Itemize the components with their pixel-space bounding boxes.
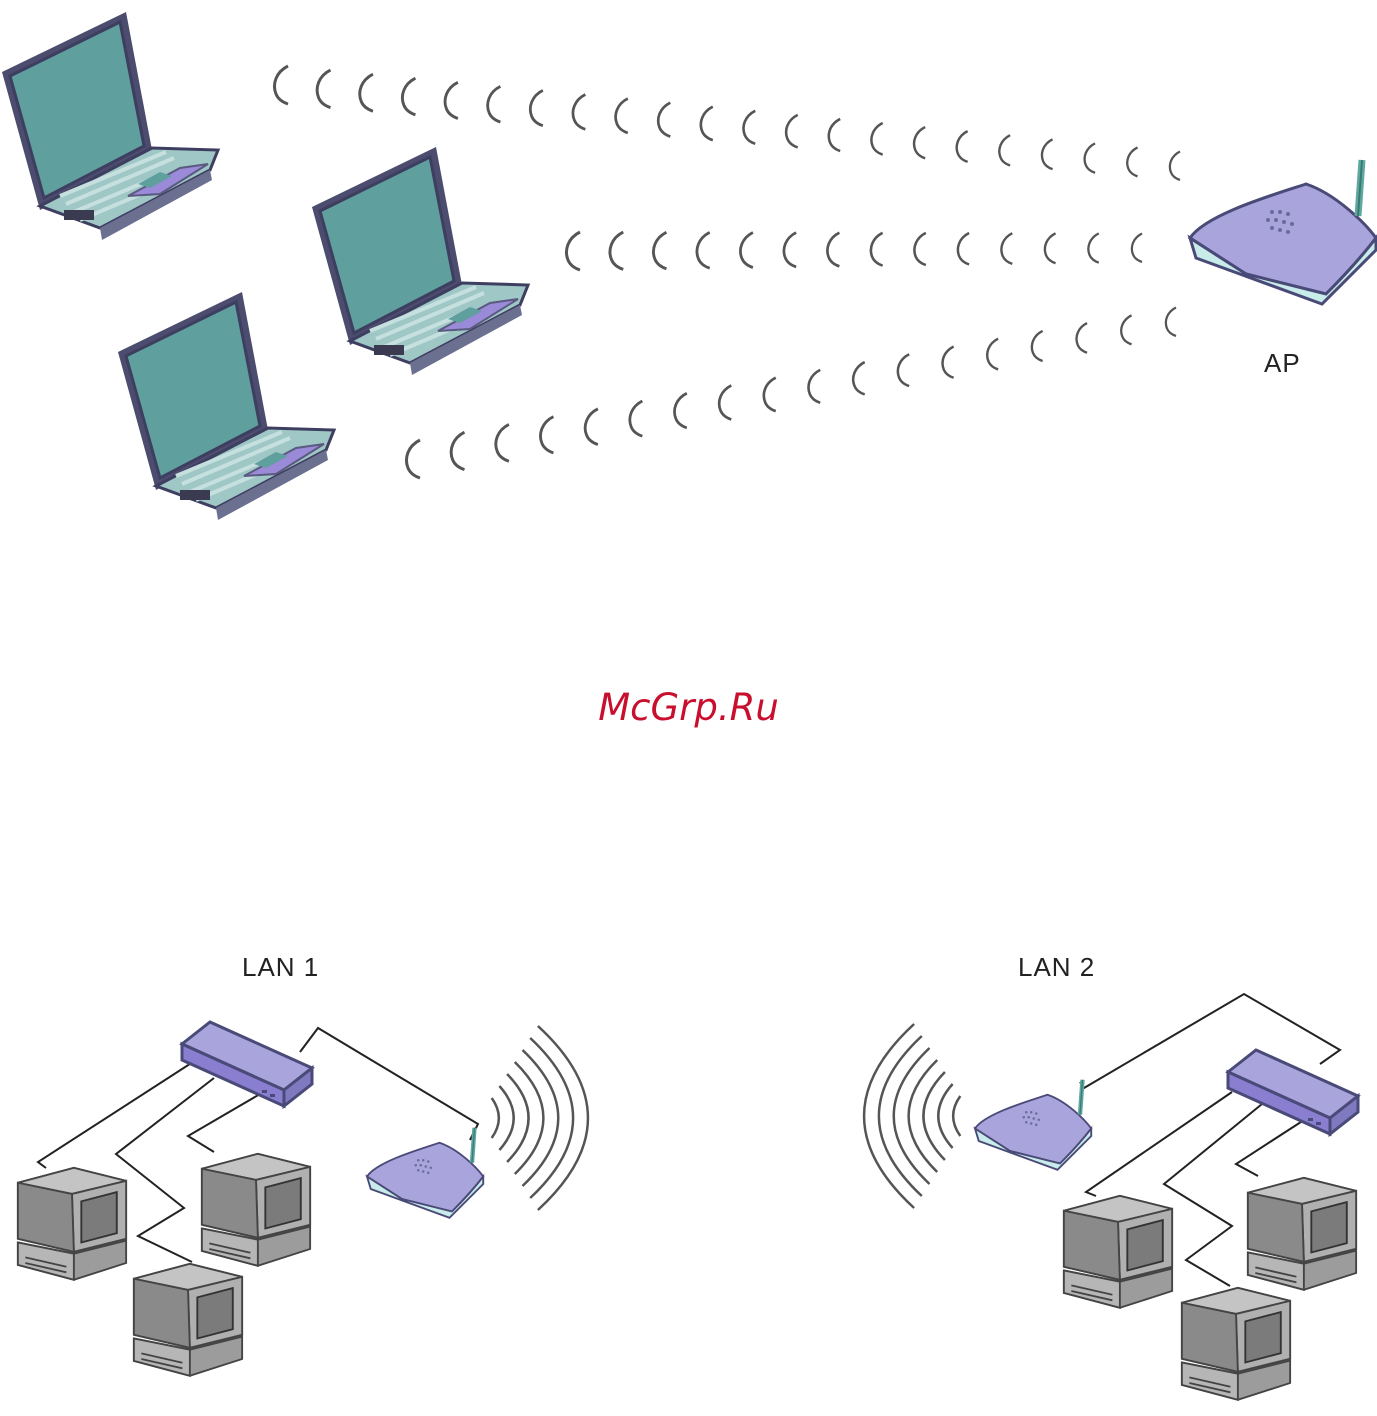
laptop-icon xyxy=(118,292,334,520)
signal-arc xyxy=(1121,315,1131,344)
signal-arc xyxy=(658,103,670,137)
signal-arc xyxy=(809,370,821,403)
signal-arc xyxy=(786,115,798,148)
signal-arc xyxy=(987,339,998,370)
signal-arc xyxy=(360,74,373,111)
switch-hub-icon xyxy=(1228,1050,1358,1134)
signal-arc xyxy=(451,432,464,469)
signal-arc xyxy=(829,119,840,151)
lan2-label: LAN 2 xyxy=(1018,952,1095,983)
desktop-pc-icon xyxy=(1064,1196,1172,1308)
signal-arc xyxy=(616,99,628,133)
signal-arc xyxy=(610,232,623,269)
laptop-bottom xyxy=(118,292,334,520)
signal-arc xyxy=(744,111,756,144)
signal-wave xyxy=(953,1096,960,1136)
switch-hub-icon xyxy=(182,1022,312,1106)
signal-arc xyxy=(402,78,415,115)
signal-arc xyxy=(1085,143,1095,172)
desktop-pc-icon xyxy=(18,1168,126,1280)
desktop-pc-icon xyxy=(1182,1288,1290,1400)
laptop-top-left xyxy=(2,12,218,240)
signal-arc xyxy=(740,232,752,267)
signal-arc xyxy=(1077,323,1088,353)
lan2-access-point xyxy=(975,1080,1091,1170)
laptop-middle xyxy=(312,147,528,375)
signal-arc xyxy=(488,86,501,122)
signal-arc xyxy=(871,233,883,266)
signal-arc xyxy=(827,233,839,267)
lan1-switch xyxy=(182,1022,312,1106)
signal-arc xyxy=(958,233,969,264)
signal-arc xyxy=(1042,139,1053,169)
signal-arc xyxy=(957,131,968,162)
access-point-icon xyxy=(1190,160,1376,304)
signal-arc xyxy=(697,232,710,268)
signal-arc xyxy=(719,385,731,419)
signal-arc xyxy=(275,66,289,104)
access-point-icon xyxy=(367,1128,483,1218)
lan1-access-point xyxy=(367,1128,483,1218)
watermark: McGrp.Ru xyxy=(0,686,1377,729)
access-point-main xyxy=(1190,160,1376,304)
lan1-label: LAN 1 xyxy=(242,952,319,983)
signal-arc xyxy=(701,107,713,140)
signal-wave xyxy=(938,1084,952,1148)
laptop-icon xyxy=(312,147,528,375)
signal-arc xyxy=(496,424,509,461)
signal-arc xyxy=(943,346,954,377)
signal-arc xyxy=(630,401,643,436)
signal-arc xyxy=(1001,233,1012,264)
lan2-switch xyxy=(1228,1050,1358,1134)
signal-arc xyxy=(1032,331,1043,361)
ap-label: AP xyxy=(1264,348,1301,379)
signal-arc xyxy=(317,70,330,108)
signal-arc xyxy=(445,82,458,118)
signal-arc xyxy=(871,123,882,155)
signal-wave xyxy=(923,1072,944,1160)
signal-arc xyxy=(541,417,554,453)
signal-arc xyxy=(1088,233,1098,262)
laptop-icon xyxy=(2,12,218,240)
signal-arc xyxy=(653,232,666,269)
signal-arc xyxy=(1127,147,1137,176)
signal-arc xyxy=(573,95,585,130)
signal-arc xyxy=(585,409,598,445)
wireless-signal-icon-lan2 xyxy=(864,1024,960,1208)
signal-arc xyxy=(1045,233,1056,263)
signal-wave xyxy=(492,1098,499,1138)
signal-wave xyxy=(507,1074,528,1162)
signal-arc xyxy=(898,354,909,386)
access-point-icon xyxy=(975,1080,1091,1170)
signal-arc xyxy=(407,440,421,478)
desktop-pc-icon xyxy=(1248,1178,1356,1290)
signal-arc xyxy=(784,233,796,267)
signal-arc xyxy=(675,393,687,428)
signal-wave xyxy=(499,1086,513,1150)
signal-arc xyxy=(530,90,543,125)
signal-arc xyxy=(853,362,865,394)
signal-wave xyxy=(530,1038,573,1198)
signal-arc xyxy=(914,233,925,265)
desktop-pc-icon xyxy=(134,1264,242,1376)
signal-arc xyxy=(764,378,776,412)
signal-arc xyxy=(914,127,925,158)
signal-arc xyxy=(1170,152,1180,181)
wireless-signal-icon-lan1 xyxy=(492,1026,588,1210)
signal-arc xyxy=(1132,234,1142,263)
signal-arc xyxy=(1166,308,1176,337)
signal-arc xyxy=(567,232,581,270)
signal-wave xyxy=(879,1036,922,1196)
desktop-pc-icon xyxy=(202,1154,310,1266)
signal-arc xyxy=(999,135,1010,165)
